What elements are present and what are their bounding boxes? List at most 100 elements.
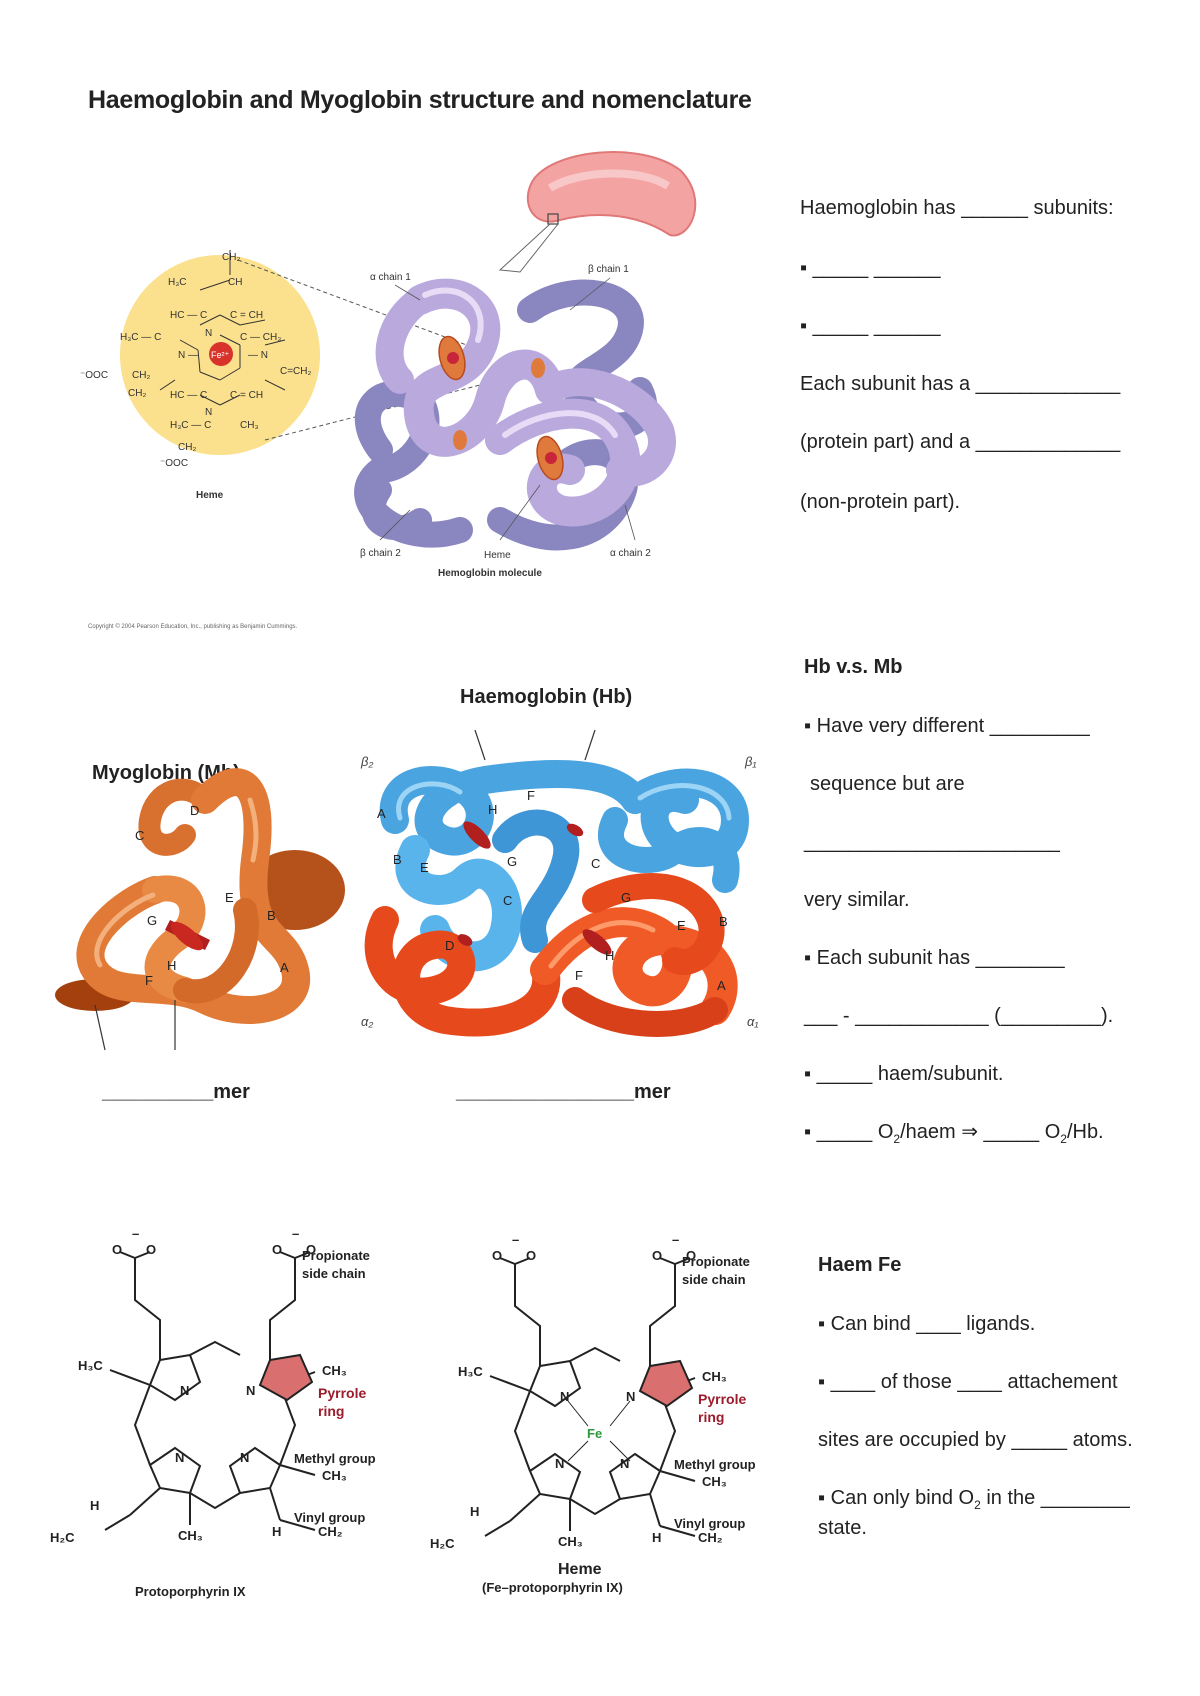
subunits-question: Haemoglobin has ______ subunits: xyxy=(800,197,1114,219)
svg-text:CH₃: CH₃ xyxy=(702,1474,727,1489)
alpha-chain-2-label: α chain 2 xyxy=(610,548,651,559)
beta1-label: β₁ xyxy=(744,754,757,769)
svg-text:C=CH₂: C=CH₂ xyxy=(280,366,312,377)
svg-text:O: O xyxy=(526,1248,536,1263)
sequence-but-line: sequence but are xyxy=(810,773,965,795)
alpha1-label: α₁ xyxy=(747,1014,759,1029)
heme-caption: Heme xyxy=(558,1561,602,1578)
svg-text:⁻OOC: ⁻OOC xyxy=(80,370,108,381)
beta2-label: β₂ xyxy=(360,754,373,769)
side-chain-label: side chain xyxy=(302,1266,366,1281)
hemoglobin-molecule-label: Hemoglobin molecule xyxy=(438,568,542,579)
very-similar-line: very similar. xyxy=(804,889,910,911)
hemoglobin-figure: CH₂ H₃C CH HC — C C = CH H₃C — C N C — C… xyxy=(80,151,697,579)
svg-text:B: B xyxy=(393,852,402,867)
svg-text:H₃C — C: H₃C — C xyxy=(170,420,211,431)
svg-text:CH₂: CH₂ xyxy=(318,1524,343,1539)
subunit-blank-1: ▪ _____ ______ xyxy=(800,257,941,279)
svg-text:N: N xyxy=(205,328,212,339)
different-sequence-line: ▪ Have very different _________ xyxy=(804,715,1090,737)
svg-text:O: O xyxy=(686,1248,696,1263)
svg-text:H: H xyxy=(90,1498,99,1513)
svg-text:H: H xyxy=(470,1504,479,1519)
ring-label: ring xyxy=(318,1403,344,1419)
copyright-notice: Copyright © 2004 Pearson Education, Inc.… xyxy=(88,624,298,630)
subunit-part-line: Each subunit has a _____________ xyxy=(800,373,1121,395)
svg-text:CH₂: CH₂ xyxy=(698,1530,723,1545)
svg-text:CH₃: CH₃ xyxy=(322,1363,347,1378)
vinyl-group-label-heme: Vinyl group xyxy=(674,1516,745,1531)
svg-text:E: E xyxy=(420,860,429,875)
myoglobin-mer-blank: __________mer xyxy=(102,1081,250,1103)
pyrrole-label-heme: Pyrrole xyxy=(698,1391,746,1407)
svg-text:G: G xyxy=(507,854,517,869)
svg-text:H: H xyxy=(652,1530,661,1545)
svg-text:D: D xyxy=(190,803,199,818)
svg-text:CH₂: CH₂ xyxy=(132,370,150,381)
svg-text:N: N xyxy=(555,1456,564,1471)
fe-protoporphyrin-caption: (Fe–protoporphyrin IX) xyxy=(482,1580,623,1595)
non-protein-part-line: (non-protein part). xyxy=(800,491,961,513)
svg-text:H: H xyxy=(605,948,614,963)
haem-per-subunit-line: ▪ _____ haem/subunit. xyxy=(804,1063,1004,1085)
svg-text:E: E xyxy=(225,890,234,905)
svg-text:B: B xyxy=(719,914,728,929)
methyl-group-label-heme: Methyl group xyxy=(674,1457,756,1472)
svg-text:CH: CH xyxy=(228,277,242,288)
svg-text:O: O xyxy=(492,1248,502,1263)
svg-text:O: O xyxy=(652,1248,662,1263)
svg-text:C = CH: C = CH xyxy=(230,390,263,401)
haemoglobin-title: Haemoglobin (Hb) xyxy=(460,686,633,708)
svg-text:–: – xyxy=(132,1230,139,1241)
methyl-group-label: Methyl group xyxy=(294,1451,376,1466)
svg-text:N: N xyxy=(175,1450,184,1465)
myoglobin-figure: D C E G B H A F xyxy=(55,768,345,1051)
alpha-chain-1-label: α chain 1 xyxy=(370,272,411,283)
state-line: state. xyxy=(818,1517,867,1539)
subunit-blank-2: ▪ _____ ______ xyxy=(800,315,941,337)
vinyl-group-label: Vinyl group xyxy=(294,1510,365,1525)
svg-text:A: A xyxy=(717,978,726,993)
svg-text:C — CH₃: C — CH₃ xyxy=(240,332,281,343)
occupied-atoms-line: sites are occupied by _____ atoms. xyxy=(818,1429,1133,1451)
svg-text:F: F xyxy=(575,968,583,983)
svg-text:D: D xyxy=(445,938,454,953)
svg-text:C: C xyxy=(135,828,144,843)
svg-text:N: N xyxy=(240,1450,249,1465)
pyrrole-label: Pyrrole xyxy=(318,1385,366,1401)
svg-text:A: A xyxy=(377,806,386,821)
svg-text:A: A xyxy=(280,960,289,975)
svg-text:H₂C: H₂C xyxy=(430,1536,455,1551)
bind-oxygen-line: ▪ Can only bind O2 in the ________ xyxy=(818,1487,1130,1512)
svg-text:–: – xyxy=(292,1230,299,1241)
svg-text:CH₃: CH₃ xyxy=(178,1528,203,1543)
svg-text:H: H xyxy=(167,958,176,973)
ring-label-heme: ring xyxy=(698,1409,724,1425)
fe-label: Fe²⁺ xyxy=(211,350,230,360)
heme-label: Heme xyxy=(196,490,224,501)
heme-small-label: Heme xyxy=(484,550,511,561)
propionate-label: Propionate xyxy=(302,1248,370,1263)
svg-text:H₃C: H₃C xyxy=(458,1364,483,1379)
ligands-line: ▪ Can bind ____ ligands. xyxy=(818,1313,1036,1335)
svg-text:N: N xyxy=(246,1383,255,1398)
beta-chain-1-label: β chain 1 xyxy=(588,264,629,275)
svg-text:–: – xyxy=(672,1236,679,1247)
haemoglobin-figure: β₂ β₁ α₂ α₁ A H F B E G C D C G E B H F … xyxy=(360,730,759,1037)
protoporphyrin-caption: Protoporphyrin IX xyxy=(135,1584,246,1599)
side-chain-label-heme: side chain xyxy=(682,1272,746,1287)
haem-fe-heading: Haem Fe xyxy=(818,1254,902,1276)
svg-text:H₂C: H₂C xyxy=(50,1530,75,1545)
svg-text:H: H xyxy=(272,1524,281,1539)
svg-text:CH₃: CH₃ xyxy=(322,1468,347,1483)
myoglobin-title: Myoglobin (Mb) xyxy=(92,762,240,784)
svg-text:F: F xyxy=(527,788,535,803)
svg-text:CH₂: CH₂ xyxy=(178,442,196,453)
svg-text:N: N xyxy=(180,1383,189,1398)
svg-text:HC — C: HC — C xyxy=(170,390,207,401)
beta-chain-2-label: β chain 2 xyxy=(360,548,401,559)
propionate-label-heme: Propionate xyxy=(682,1254,750,1269)
svg-text:CH₃: CH₃ xyxy=(240,420,259,431)
each-subunit-line: ▪ Each subunit has ________ xyxy=(804,947,1065,969)
